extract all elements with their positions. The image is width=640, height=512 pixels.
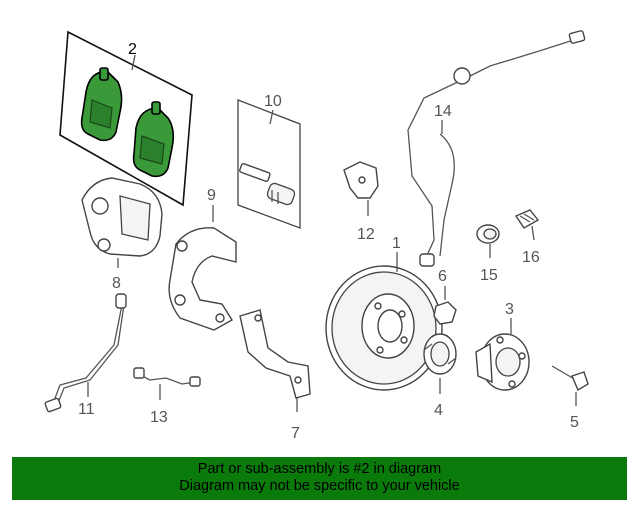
callout-10: 10 (264, 93, 282, 110)
wheel-bearing-part-4[interactable] (423, 333, 457, 375)
callout-2: 2 (128, 41, 137, 58)
caliper-bracket-part-9[interactable] (168, 227, 237, 331)
parts-diagram: 2 10 8 9 11 13 (44, 30, 589, 442)
callout-14: 14 (434, 103, 452, 120)
callout-8: 8 (112, 275, 121, 292)
callout-13: 13 (150, 409, 168, 426)
callout-15: 15 (480, 267, 498, 284)
hub-bolt-part-5[interactable] (551, 365, 589, 392)
banner-line-1: Part or sub-assembly is #2 in diagram (197, 461, 442, 477)
callout-6: 6 (438, 268, 447, 285)
nut-part-6[interactable] (433, 301, 457, 325)
guide-pin-kit-part-10[interactable] (237, 99, 301, 229)
dust-cap-part-15[interactable] (476, 224, 500, 244)
banner-line-2: Diagram may not be specific to your vehi… (179, 478, 460, 494)
callout-7: 7 (291, 425, 300, 442)
callout-5: 5 (570, 414, 579, 431)
brake-rotor-part-1[interactable] (325, 265, 443, 391)
brake-caliper-part-8[interactable] (81, 177, 163, 257)
splash-shield-part-7[interactable] (239, 309, 311, 399)
sensor-bracket-part-12[interactable] (343, 161, 379, 199)
wear-sensor-part-13[interactable] (133, 367, 201, 387)
callout-9: 9 (207, 187, 216, 204)
callout-12: 12 (357, 226, 375, 243)
brake-pad-set-part-2[interactable] (59, 30, 193, 207)
clip-part-16[interactable] (514, 209, 540, 229)
callout-11: 11 (78, 401, 95, 418)
callout-3: 3 (505, 301, 514, 318)
callout-1: 1 (392, 235, 401, 252)
wheel-hub-part-3[interactable] (475, 333, 530, 391)
callout-16: 16 (522, 249, 540, 266)
brake-hose-part-11[interactable] (44, 293, 127, 413)
info-banner: Part or sub-assembly is #2 in diagram Di… (12, 457, 627, 500)
abs-sensor-part-14[interactable] (407, 30, 586, 267)
callout-4: 4 (434, 402, 443, 419)
